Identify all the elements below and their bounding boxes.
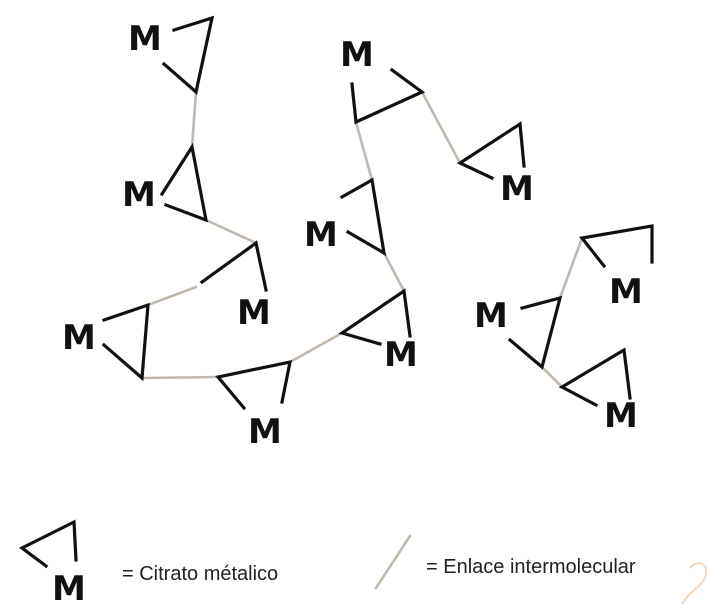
bond-7	[354, 120, 374, 182]
metal-citrate-complex: M	[128, 15, 215, 95]
metal-citrate-complex: M	[340, 35, 426, 125]
metal-citrate-complex: M	[215, 359, 293, 452]
metal-citrate-complex: M	[304, 177, 387, 257]
bond-9	[558, 236, 584, 300]
watermark-mark	[681, 562, 708, 605]
legend-complex-text: = Citrato métalico	[122, 563, 278, 585]
metal-label: M	[340, 35, 374, 75]
metal-citrate-complex: M	[338, 288, 418, 375]
metal-citrate-complex: M	[474, 295, 563, 370]
metal-label: M	[604, 396, 638, 436]
metal-citrate-complex: M	[122, 142, 209, 223]
metal-label: M	[248, 412, 282, 452]
metal-label: M	[237, 293, 271, 333]
legend-bond-text: = Enlace intermolecular	[426, 556, 636, 578]
intermolecular-bonds	[140, 90, 584, 389]
bond-5	[288, 331, 344, 364]
metal-citrate-complex: M	[579, 224, 654, 312]
metal-label: M	[474, 296, 508, 336]
metal-citrate-complex: M	[558, 347, 638, 436]
bond-6	[382, 251, 406, 293]
legend: M = Citrato métalico = Enlace intermolec…	[18, 519, 636, 605]
bond-10	[540, 365, 564, 389]
bond-1	[190, 90, 198, 149]
bond-3	[146, 285, 198, 307]
metal-label: M	[500, 169, 534, 209]
metal-label: M	[304, 215, 338, 255]
bond-2	[204, 218, 258, 245]
metal-label: M	[609, 272, 643, 312]
metal-citrate-complex: M	[62, 302, 150, 382]
metal-label: M	[62, 318, 96, 358]
legend-bond-symbol	[374, 534, 412, 590]
bond-4	[140, 375, 220, 380]
metal-citrate-complexes: M M M M M M M	[62, 15, 654, 452]
metal-citrate-complex: M	[456, 121, 534, 209]
legend-complex-symbol: M	[18, 519, 86, 605]
metal-label: M	[384, 335, 418, 375]
metal-label: M	[128, 19, 162, 59]
bond-8	[420, 90, 462, 165]
metal-label: M	[52, 569, 86, 605]
metal-label: M	[122, 175, 156, 215]
metal-citrate-complex: M	[199, 240, 271, 333]
